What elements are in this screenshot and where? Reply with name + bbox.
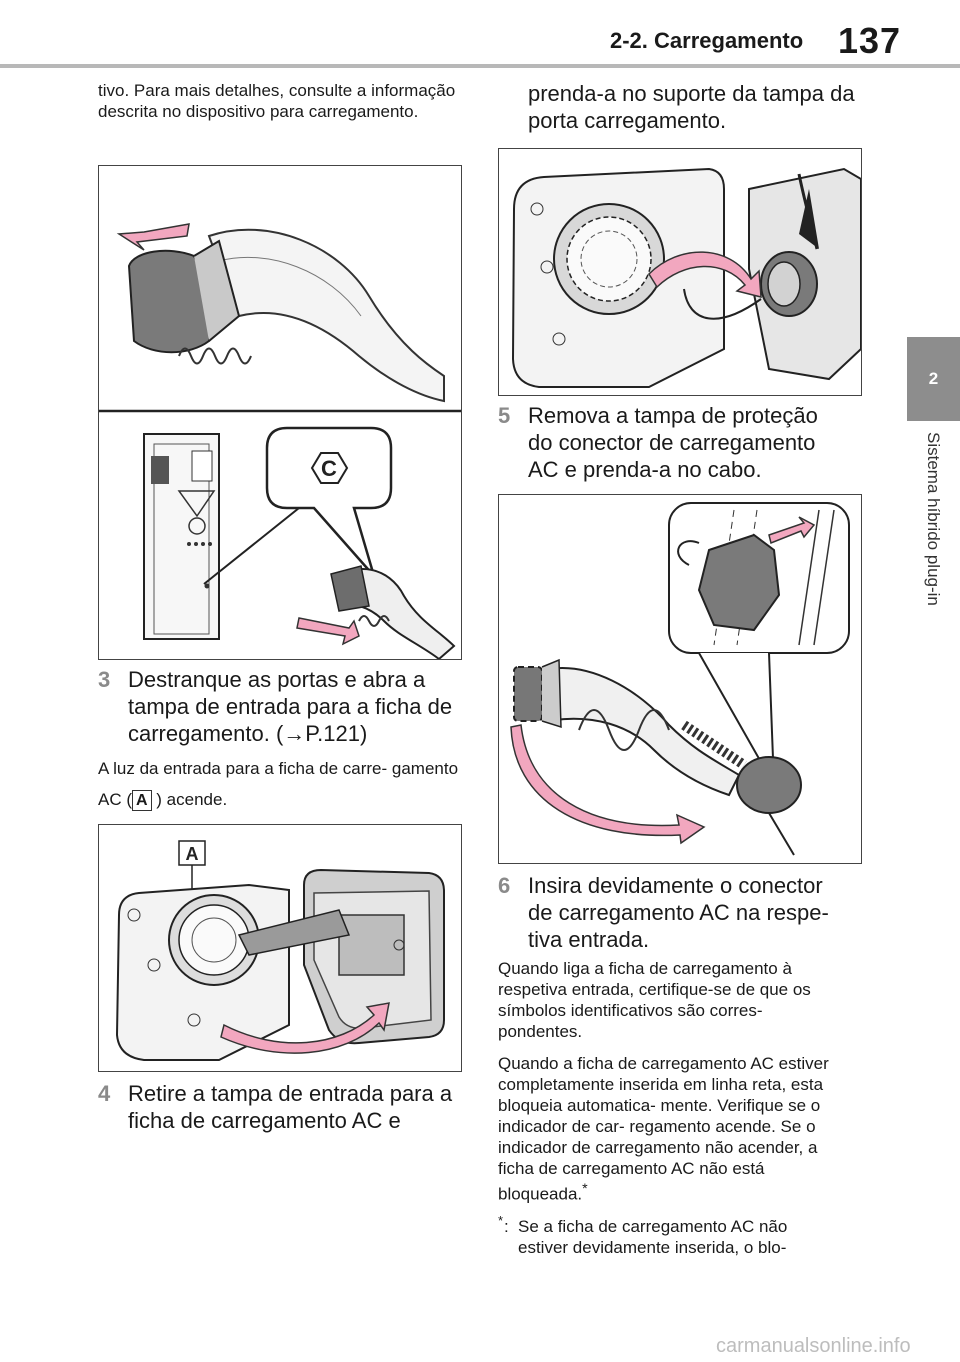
footnote-mark: *	[498, 1213, 504, 1228]
illustration-protective-cap-on-cable	[510, 502, 850, 856]
page-number: 137	[838, 20, 902, 61]
chapter-tab: 2	[907, 337, 960, 421]
footnote-colon: :	[504, 1217, 509, 1236]
illustration-cover-on-holder	[511, 167, 861, 388]
step-5: 5 Remova a tampa de proteção do conector…	[498, 402, 868, 484]
step-4-continuation: prenda-a no suporte da tampa da porta ca…	[528, 81, 855, 133]
step-text: Remova a tampa de proteção do conector d…	[528, 403, 818, 482]
step-number: 5	[498, 403, 511, 428]
illustration-plug-and-station: C	[99, 223, 461, 659]
footnote-text: Se a ficha de carregamento AC não estive…	[518, 1217, 788, 1257]
step-6: 6 Insira devidamente o conector de carre…	[498, 872, 868, 954]
footnote-reference: *	[582, 1181, 588, 1197]
section-title: 2-2. Carregamento	[610, 28, 804, 53]
step-text: Destranque as portas e abra a tampa de e…	[128, 667, 453, 746]
chapter-title: Sistema híbrido plug-in	[924, 432, 943, 606]
step-number: 3	[98, 667, 111, 692]
callout-label-c: C	[321, 456, 337, 481]
watermark: carmanualsonline.info	[716, 1335, 911, 1357]
step-number: 6	[498, 873, 511, 898]
chapter-side-label: Sistema híbrido plug-in	[908, 432, 958, 672]
header-divider	[0, 64, 960, 68]
intro-paragraph: tivo. Para mais detalhes, consulte a inf…	[98, 81, 456, 121]
step-text: Retire a tampa de entrada para a ficha d…	[128, 1081, 453, 1133]
step-3: 3 Destranque as portas e abra a tampa de…	[98, 666, 468, 748]
callout-label-a: A	[186, 844, 199, 864]
illustration-port-lid: A	[115, 840, 445, 1061]
step-4: 4 Retire a tampa de entrada para a ficha…	[98, 1080, 468, 1140]
step-text: Insira devidamente o conector de carrega…	[528, 873, 829, 952]
paragraph-lock: Quando a ficha de carregamento AC estive…	[498, 1054, 829, 1204]
paragraph-symbols: Quando liga a ficha de carregamento à re…	[498, 959, 811, 1041]
step-number: 4	[98, 1081, 111, 1106]
figure-charging-port-lid: A	[98, 824, 462, 1072]
figure-protective-cap	[498, 494, 862, 864]
inline-label-a: A	[132, 790, 152, 811]
figure-charging-plug: C	[98, 165, 462, 660]
step-3-note: A luz da entrada para a ficha de carre- …	[98, 759, 459, 811]
figure-cover-attach	[498, 148, 862, 396]
